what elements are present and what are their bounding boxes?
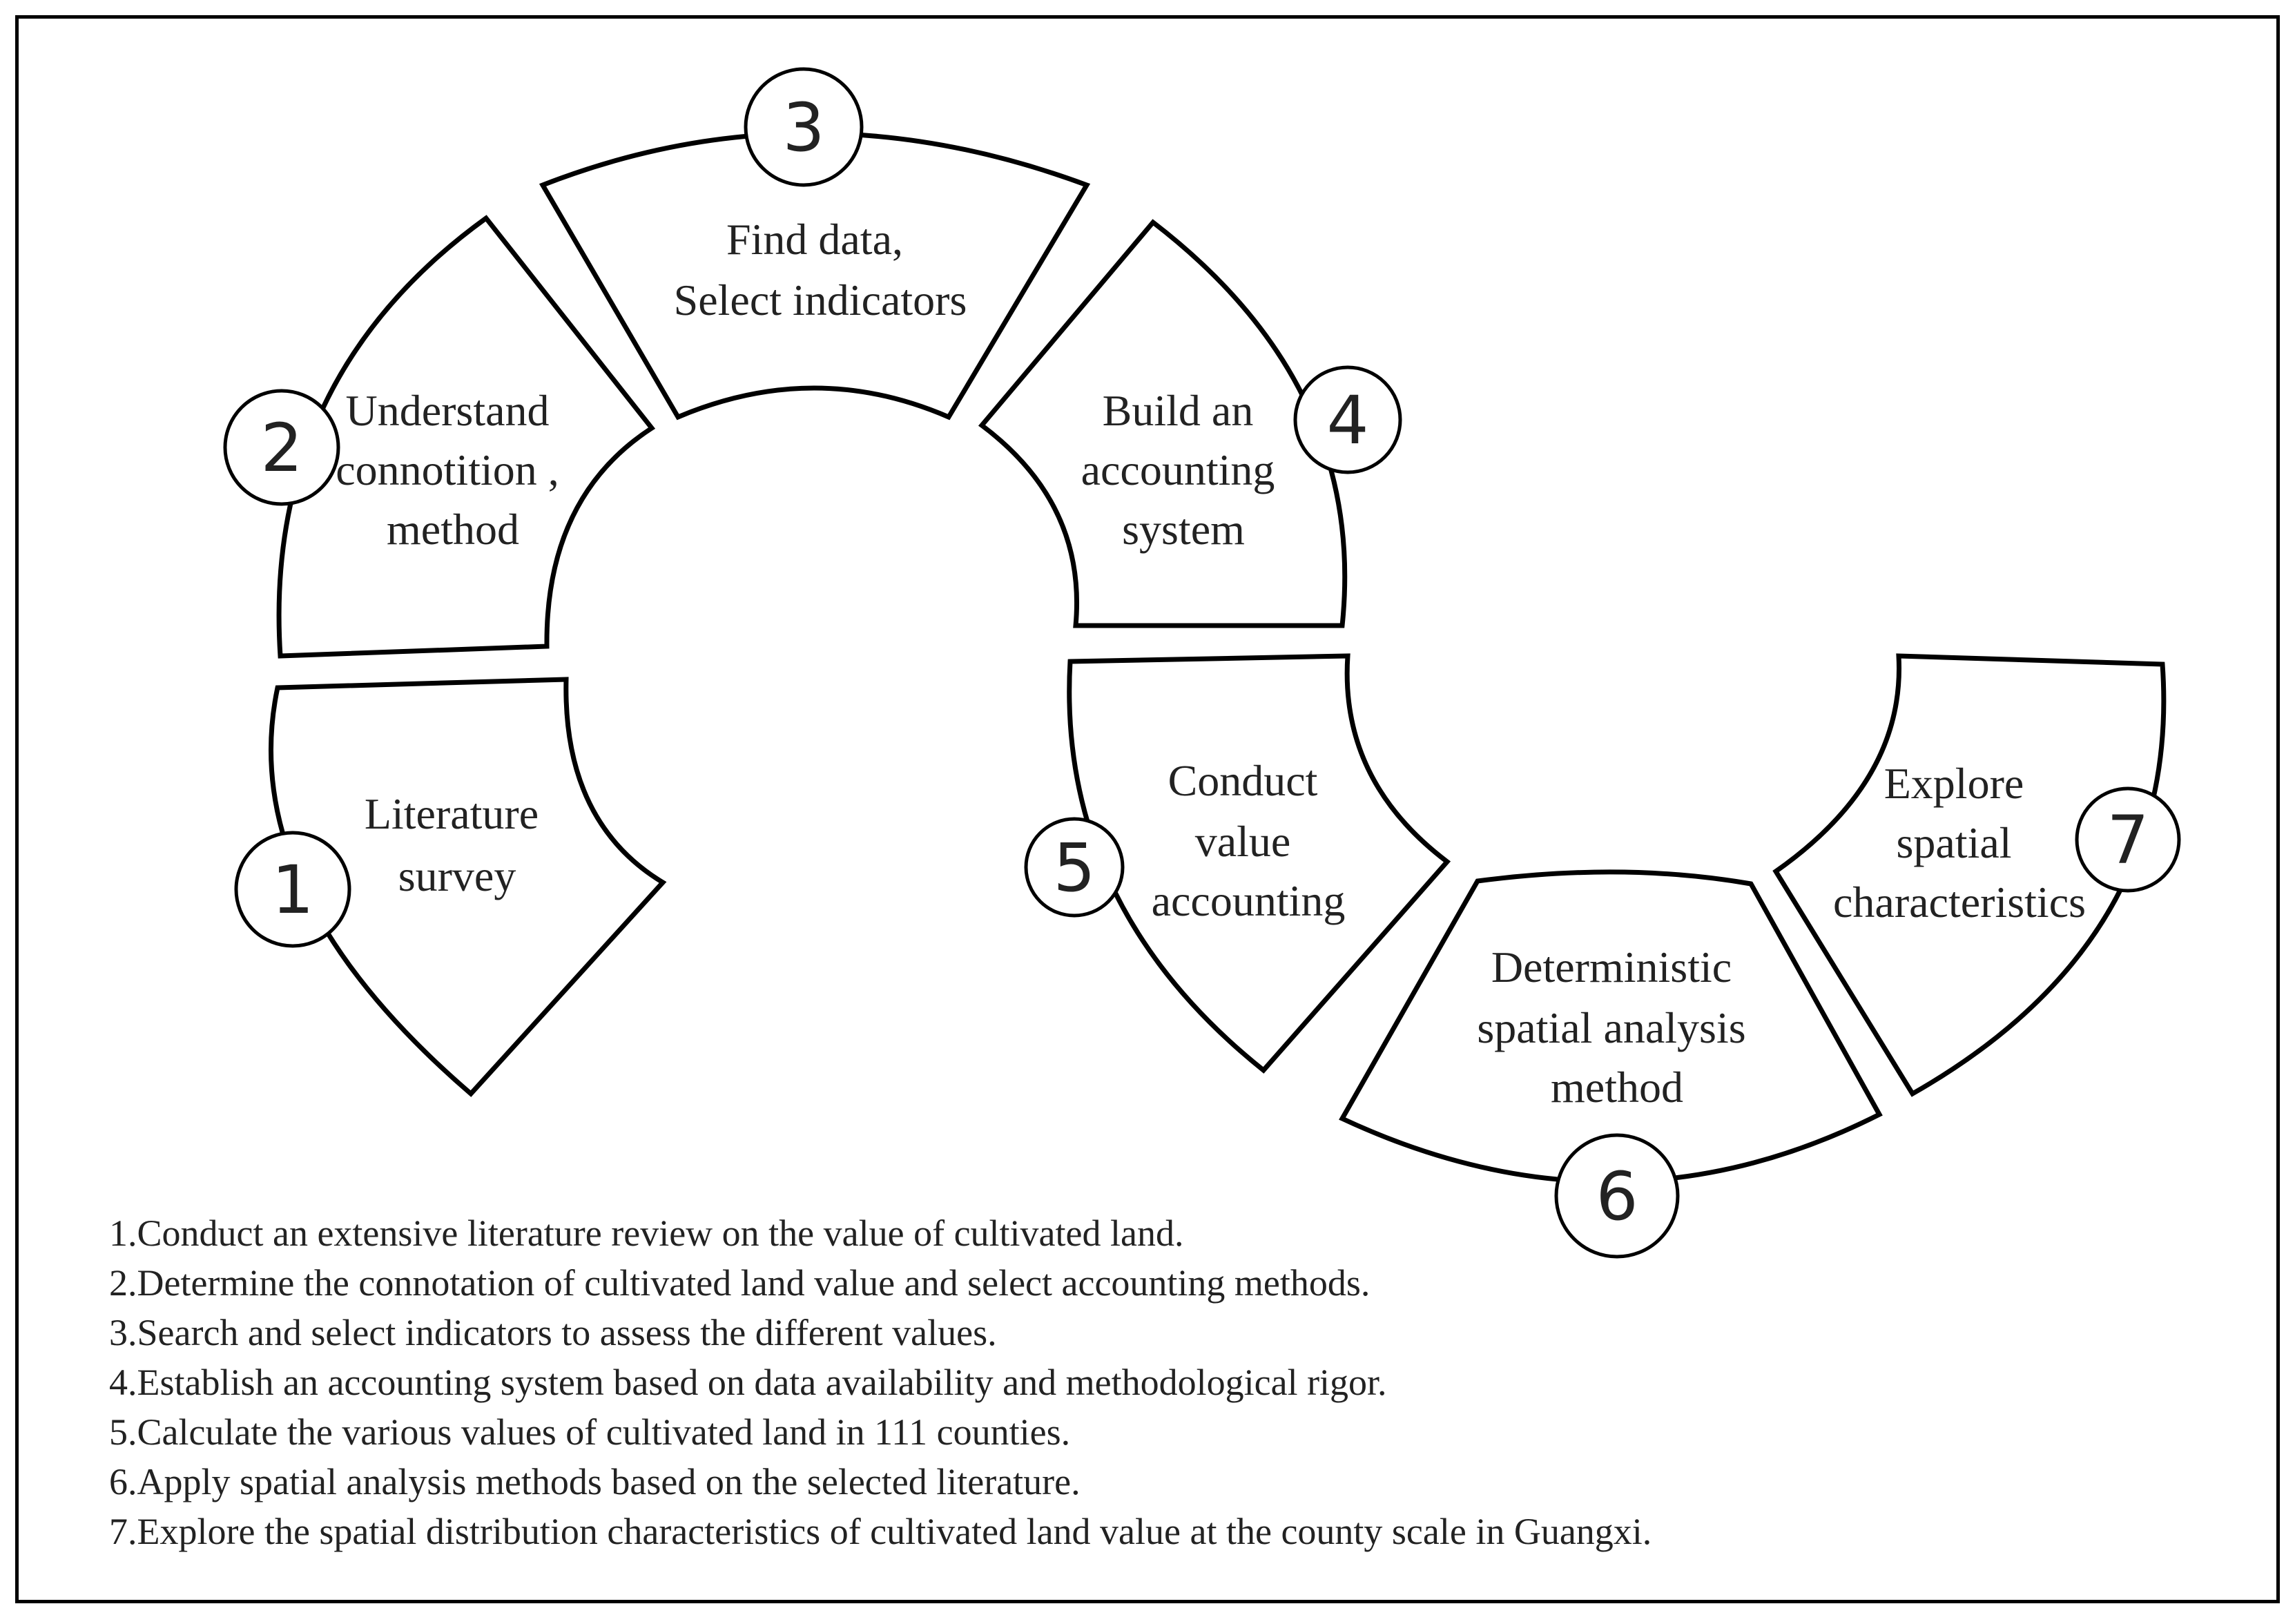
step-7-line-1: Explore: [1884, 759, 2024, 808]
step-4-badge: 4: [1293, 365, 1402, 474]
step-legend: 1.Conduct an extensive literature review…: [109, 1208, 1652, 1556]
step-6-line-2: spatial analysis: [1477, 1003, 1745, 1052]
step-5-line-1: Conduct: [1168, 756, 1318, 805]
legend-item-6: 6.Apply spatial analysis methods based o…: [109, 1461, 1081, 1502]
step-4-line-2: accounting: [1081, 445, 1275, 494]
step-1-number: 1: [271, 851, 313, 929]
step-6-line-3: method: [1551, 1063, 1683, 1112]
step-1-text: Literature survey: [365, 789, 550, 900]
step-7-line-3: characteristics: [1833, 878, 2086, 927]
step-2-badge: 2: [223, 389, 340, 506]
step-6-badge: 6: [1554, 1133, 1680, 1259]
step-3-segment: Find data, Select indicators 3: [539, 67, 1091, 420]
step-1-line-1: Literature: [365, 789, 539, 838]
step-6-text: Deterministic spatial analysis method: [1477, 942, 1756, 1112]
step-5-line-3: accounting: [1152, 876, 1346, 925]
step-1-line-2: survey: [398, 851, 516, 900]
legend-item-1: 1.Conduct an extensive literature review…: [109, 1212, 1184, 1254]
step-4-segment: Build an accounting system 4: [978, 219, 1402, 628]
step-4-line-3: system: [1122, 505, 1245, 554]
step-7-segment: Explore spatial characteristics 7: [1772, 653, 2181, 1097]
step-3-text: Find data, Select indicators: [674, 215, 967, 325]
step-2-line-2: connotition ,: [336, 445, 559, 494]
step-6-number: 6: [1596, 1158, 1638, 1235]
step-2-number: 2: [260, 409, 302, 487]
legend-item-3: 3.Search and select indicators to assess…: [109, 1312, 997, 1353]
step-4-text: Build an accounting system: [1081, 386, 1286, 554]
legend-item-7: 7.Explore the spatial distribution chara…: [109, 1511, 1652, 1552]
step-2-text: Understand connotition , method: [336, 386, 570, 554]
step-5-segment: Conduct value accounting 5: [1024, 653, 1451, 1074]
step-6-segment: Deterministic spatial analysis method 6: [1339, 869, 1883, 1259]
step-7-badge: 7: [2075, 786, 2181, 893]
legend-item-4: 4.Establish an accounting system based o…: [109, 1362, 1387, 1403]
step-5-text: Conduct value accounting: [1152, 756, 1346, 925]
step-1-segment: Literature survey 1: [234, 677, 667, 1097]
step-3-line-2: Select indicators: [674, 276, 967, 325]
step-5-badge: 5: [1024, 817, 1125, 918]
step-2-line-1: Understand: [345, 386, 549, 435]
legend-item-5: 5.Calculate the various values of cultiv…: [109, 1411, 1071, 1453]
step-4-number: 4: [1326, 382, 1368, 459]
step-5-line-2: value: [1195, 817, 1291, 866]
step-6-line-1: Deterministic: [1491, 942, 1732, 992]
step-3-line-1: Find data,: [726, 215, 903, 264]
step-3-badge: 3: [744, 67, 864, 187]
step-7-number: 7: [2107, 802, 2149, 879]
step-2-line-3: method: [387, 505, 519, 554]
step-4-line-1: Build an: [1103, 386, 1254, 435]
step-5-number: 5: [1053, 829, 1095, 907]
step-3-number: 3: [782, 89, 824, 166]
step-7-text: Explore spatial characteristics: [1833, 759, 2086, 927]
legend-item-2: 2.Determine the connotation of cultivate…: [109, 1262, 1371, 1304]
step-1-badge: 1: [234, 831, 351, 948]
step-7-line-2: spatial: [1896, 818, 2011, 867]
step-2-segment: Understand connotition , method 2: [223, 215, 656, 659]
